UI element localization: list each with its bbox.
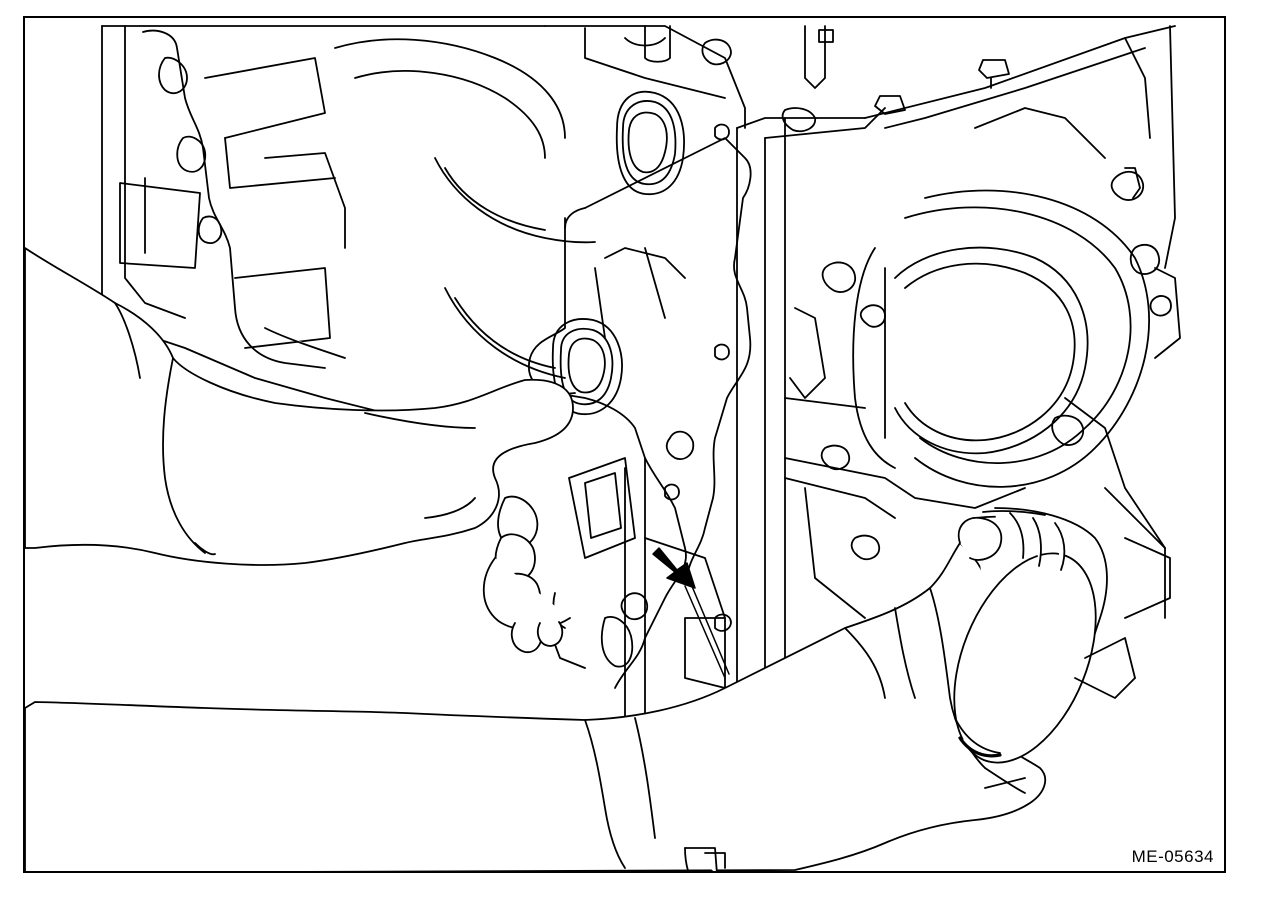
figure-frame: ME-05634: [23, 16, 1226, 873]
direction-arrow: [653, 548, 729, 678]
left-hand: [25, 248, 573, 652]
oil-seal: [926, 508, 1123, 783]
engine-block: [102, 26, 1180, 738]
figure-id-label: ME-05634: [1129, 847, 1216, 867]
engine-block-line-illustration: [25, 18, 1226, 871]
block-lower-edge: [705, 638, 1135, 868]
right-hand: [25, 529, 1045, 871]
